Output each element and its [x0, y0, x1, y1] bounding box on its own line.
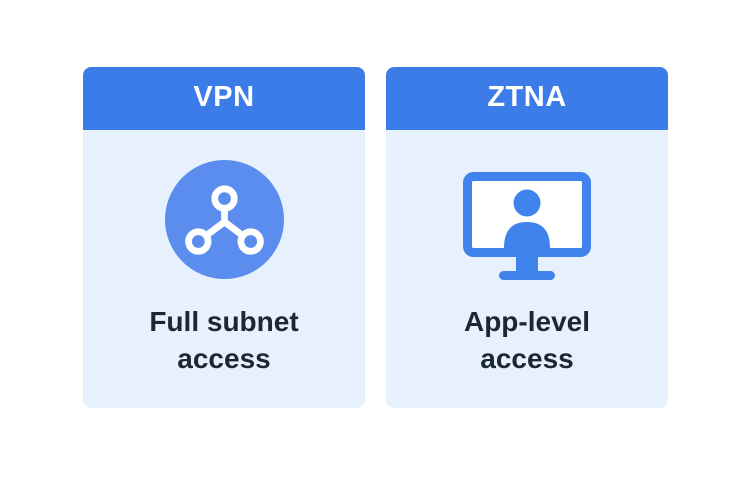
subnet-network-icon [83, 160, 365, 279]
monitor-frame [463, 172, 591, 257]
vpn-card-body: Full subnet access [83, 130, 365, 408]
ztna-card-header: ZTNA [386, 67, 668, 130]
monitor-stand [516, 256, 538, 275]
vpn-card-label: Full subnet access [149, 306, 299, 374]
vpn-card-header: VPN [83, 67, 365, 130]
ztna-card-label: App-level access [463, 306, 591, 374]
subnet-nodes-glyph [184, 185, 264, 255]
ztna-card-title: ZTNA [487, 81, 567, 113]
monitor-user-icon [386, 172, 668, 282]
ztna-card: ZTNA App-level a [386, 67, 668, 408]
vpn-card-title: VPN [193, 81, 255, 113]
monitor-base [499, 271, 555, 280]
vpn-card: VPN Full subnet access [83, 67, 365, 408]
ztna-card-body: App-level access [386, 130, 668, 408]
person-silhouette [504, 189, 550, 248]
